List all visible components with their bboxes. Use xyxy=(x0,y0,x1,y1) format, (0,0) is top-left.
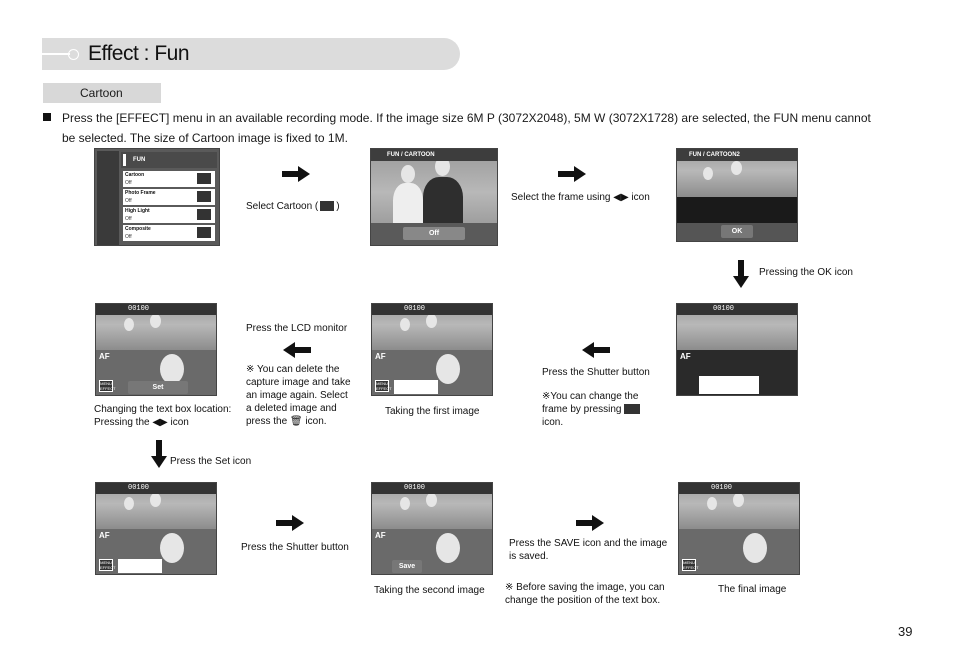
menu-effect-button[interactable]: MENU EFFECT xyxy=(99,380,116,392)
caption-press-save: Press the SAVE icon and the image is sav… xyxy=(509,538,668,562)
menu-effect-button[interactable]: MENU EFFECT xyxy=(375,380,392,392)
caption-select-frame: Select the frame using ◀▶ icon xyxy=(511,192,650,203)
af-label: AF xyxy=(99,531,110,540)
arrow-right-icon xyxy=(282,166,310,182)
cartoon2-screen: FUN / CARTOON2 OK xyxy=(676,148,798,242)
intro-text: Press the [EFFECT] menu in an available … xyxy=(62,111,871,145)
cartoon-title: FUN / CARTOON xyxy=(387,152,435,158)
cartoon-icon xyxy=(624,404,641,415)
first-image-screen: 00100 AF MENU EFFECT xyxy=(371,303,493,396)
save-button[interactable]: Save xyxy=(392,560,422,573)
af-label: AF xyxy=(99,352,110,361)
arrow-right-icon xyxy=(558,166,586,182)
cartoon-icon xyxy=(320,201,335,212)
second-shot-screen: 00100 AF MENU EFFECT xyxy=(95,482,217,575)
page-title: Effect : Fun xyxy=(88,42,190,65)
caption-press-set: Press the Set icon xyxy=(170,456,252,467)
af-label: AF xyxy=(375,352,386,361)
caption-press-lcd: Press the LCD monitor xyxy=(246,323,348,334)
cartoon-screen: FUN / CARTOON Off xyxy=(370,148,498,246)
shot-counter: 00100 xyxy=(128,484,150,492)
shot-counter: 00100 xyxy=(404,305,426,313)
arrow-right-icon xyxy=(576,515,604,531)
menu-item-value: Off xyxy=(125,198,132,204)
caption-changing-textbox: Changing the text box location: Pressing… xyxy=(94,404,232,428)
caption-press-shutter-2: Press the Shutter button xyxy=(241,542,349,553)
caption-select-cartoon: Select Cartoon () xyxy=(246,201,340,212)
fun-menu-screen: FUN Cartoon Off Photo Frame Off High Lig… xyxy=(94,148,220,246)
final-image-screen: 00100 MENU EFFECT xyxy=(678,482,800,575)
set-button[interactable]: Set xyxy=(128,381,188,394)
lcd-note: ※ You can delete the capture image and t… xyxy=(246,364,351,427)
menu-item-value: Off xyxy=(125,180,132,186)
shot-counter: 00100 xyxy=(128,305,150,313)
fun-menu-title: FUN xyxy=(133,157,146,163)
set-screen: 00100 AF MENU EFFECT Set xyxy=(95,303,217,396)
arrow-down-icon xyxy=(733,260,749,288)
caption-taking-second: Taking the second image xyxy=(374,585,485,596)
header-bar xyxy=(42,38,460,70)
caption-pressing-ok: Pressing the OK icon xyxy=(759,267,853,278)
arrow-down-icon xyxy=(151,440,167,468)
menu-item-value: Off xyxy=(125,216,132,222)
menu-item-name: Photo Frame xyxy=(125,190,156,196)
cartoon-frame-screen: 00100 AF xyxy=(676,303,798,396)
shot-counter: 00100 xyxy=(404,484,426,492)
menu-item-name: Cartoon xyxy=(125,172,145,178)
section-label: Cartoon xyxy=(80,86,123,100)
caption-taking-first: Taking the first image xyxy=(385,406,480,417)
header-line xyxy=(42,53,70,55)
af-label: AF xyxy=(375,531,386,540)
bullet-icon xyxy=(43,113,51,121)
ok-button[interactable]: OK xyxy=(721,225,753,238)
arrow-left-icon xyxy=(582,342,610,358)
trash-icon: 🗑 xyxy=(289,416,303,427)
menu-effect-button[interactable]: MENU EFFECT xyxy=(99,559,116,571)
shot-counter: 00100 xyxy=(713,305,735,313)
page-number: 39 xyxy=(898,624,913,639)
before-saving-note: ※ Before saving the image, you can chang… xyxy=(505,582,665,606)
arrow-right-icon xyxy=(276,515,304,531)
section-bar xyxy=(43,83,161,103)
arrow-left-icon xyxy=(283,342,311,358)
header-dot-icon xyxy=(68,49,79,60)
shot-counter: 00100 xyxy=(711,484,733,492)
cartoon2-title: FUN / CARTOON2 xyxy=(689,152,740,158)
menu-item-name: Composite xyxy=(125,226,151,232)
menu-effect-button[interactable]: MENU EFFECT xyxy=(682,559,699,571)
caption-final-image: The final image xyxy=(718,584,787,595)
af-label: AF xyxy=(680,352,691,361)
save-screen: 00100 AF Save xyxy=(371,482,493,575)
cartoon-off-value: Off xyxy=(403,227,465,240)
menu-item-name: High Light xyxy=(125,208,150,214)
shutter-note: ※You can change the frame by pressing ic… xyxy=(542,391,641,428)
menu-item-value: Off xyxy=(125,234,132,240)
caption-press-shutter-1: Press the Shutter button xyxy=(542,367,650,378)
